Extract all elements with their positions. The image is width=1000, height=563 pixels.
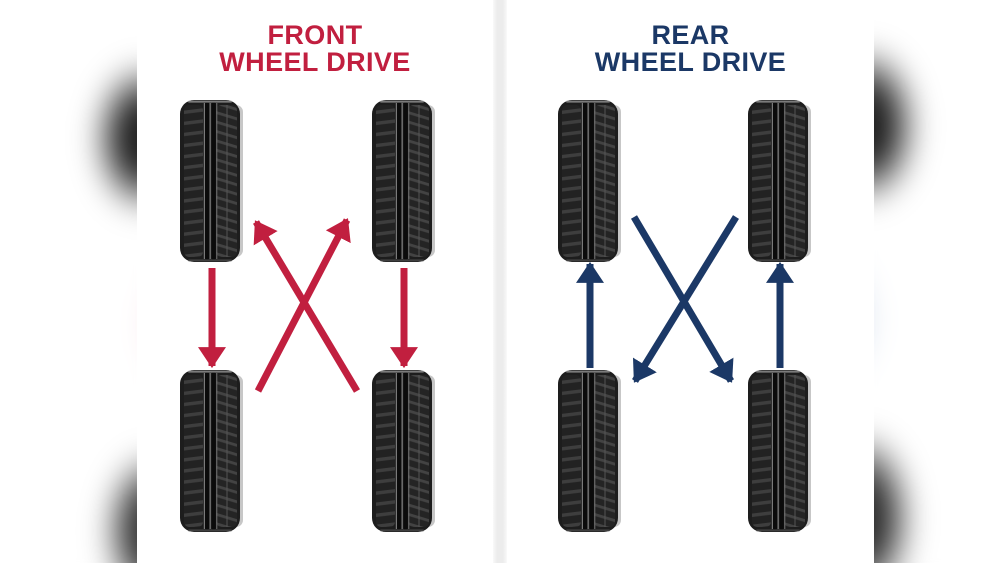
tire-rear-right xyxy=(372,370,436,532)
title-line-1: FRONT xyxy=(267,20,363,50)
blurred-backdrop-left xyxy=(0,0,137,563)
tire-rear-left xyxy=(558,370,622,532)
title-line-2: WHEEL DRIVE xyxy=(594,47,787,77)
tire-rear-right xyxy=(748,370,812,532)
front-wheel-drive-title: FRONT WHEEL DRIVE xyxy=(137,22,493,76)
blurred-backdrop-right xyxy=(874,0,1000,563)
tire-front-right xyxy=(372,100,436,262)
title-line-1: REAR xyxy=(651,20,730,50)
arrow-rear-left-to-front-right xyxy=(254,218,351,393)
tire-front-left xyxy=(180,100,244,262)
rear-wheel-drive-panel: REAR WHEEL DRIVE xyxy=(507,0,874,563)
rear-wheel-drive-title: REAR WHEEL DRIVE xyxy=(507,22,874,76)
panel-divider xyxy=(493,0,507,563)
tire-front-right xyxy=(748,100,812,262)
front-wheel-drive-panel: FRONT WHEEL DRIVE xyxy=(137,0,493,563)
arrow-front-right-to-rear-left xyxy=(632,215,739,383)
blur-blobs xyxy=(0,0,137,563)
tire-rear-left xyxy=(180,370,244,532)
blur-blobs xyxy=(874,0,1000,563)
title-line-2: WHEEL DRIVE xyxy=(219,47,411,77)
arrow-rear-right-to-front-left xyxy=(252,220,361,393)
arrow-front-left-to-rear-right xyxy=(630,215,735,383)
tire-front-left xyxy=(558,100,622,262)
